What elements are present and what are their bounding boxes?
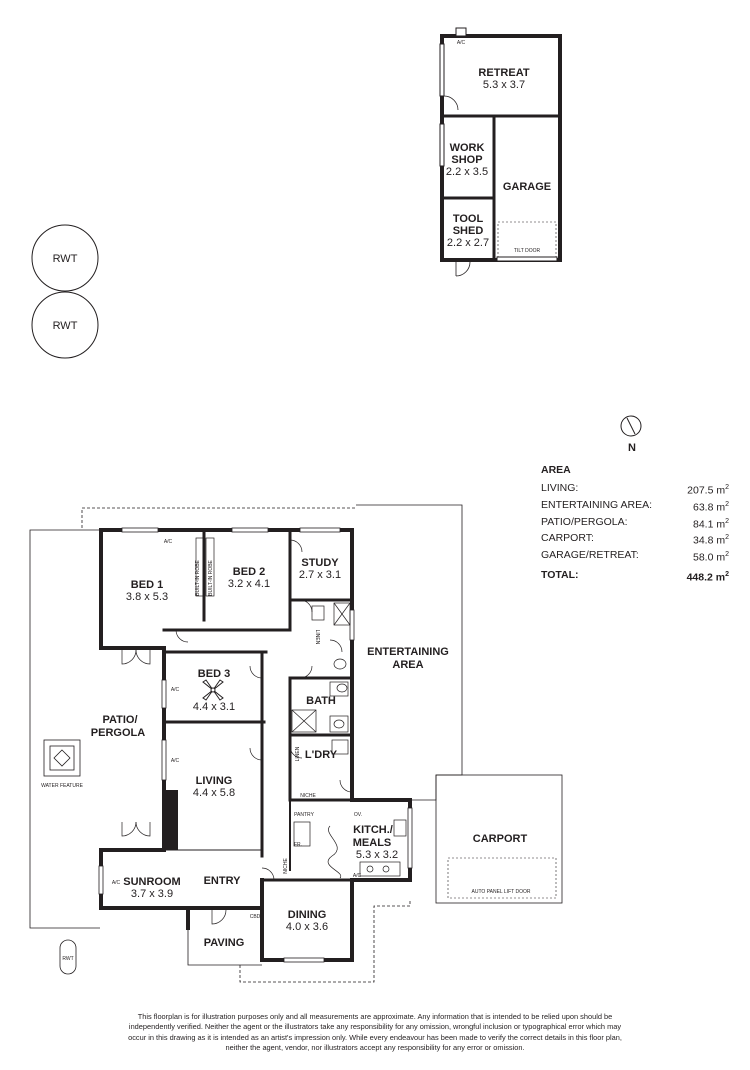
entertaining-name-1: ENTERTAINING (367, 646, 449, 658)
rainwater-tank-2 (31, 291, 99, 359)
water-feature-label: WATER FEATURE (41, 783, 84, 789)
patio-name-2: PERGOLA (91, 727, 145, 739)
sunroom-ac-label: A/C (112, 880, 121, 886)
living-ac-label: A/C (171, 758, 180, 764)
area-row-patio: PATIO/PERGOLA: 84.1 m2 (541, 515, 729, 532)
study-dims: 2.7 x 3.1 (299, 569, 341, 581)
linen-label-1: LINEN (314, 630, 320, 645)
carport-name: CARPORT (473, 833, 528, 845)
north-compass-icon (620, 415, 642, 437)
retreat-dims: 5.3 x 3.7 (483, 79, 525, 91)
bed2-dims: 3.2 x 4.1 (228, 578, 270, 590)
oven-label: OV. (354, 812, 362, 818)
sunroom-dims: 3.7 x 3.9 (131, 888, 173, 900)
toolshed-name-1: TOOL (453, 213, 484, 225)
fridge-label: FR. (294, 842, 302, 848)
bed3-name: BED 3 (198, 668, 230, 680)
dining-dims: 4.0 x 3.6 (286, 921, 328, 933)
niche-label: NICHE (300, 793, 316, 799)
area-row-value: 84.1 m (692, 518, 726, 531)
area-row-living: LIVING: 207.5 m2 (541, 481, 729, 498)
robe-label-1: BUILT-IN ROBE (195, 559, 201, 595)
bed2-name: BED 2 (233, 566, 265, 578)
ceiling-fan-icon (202, 679, 224, 701)
bed3-dims: 4.4 x 3.1 (193, 701, 235, 713)
pantry-label: PANTRY (294, 812, 314, 818)
area-unit-sup: 2 (725, 570, 729, 578)
robe-label-2: BUILT-IN ROBE (208, 559, 214, 595)
study-name: STUDY (301, 557, 339, 569)
area-unit-sup: 2 (725, 500, 729, 508)
retreat-ac-label: A/C (457, 40, 466, 46)
area-row-label: CARPORT: (541, 532, 594, 545)
rwt-label-1: RWT (53, 253, 78, 265)
laundry-name: L'DRY (305, 749, 338, 761)
area-row-label: PATIO/PERGOLA: (541, 515, 628, 528)
auto-door-label: AUTO PANEL LIFT DOOR (472, 889, 531, 895)
linen-label-2: LINEN (295, 746, 301, 761)
outbuilding (439, 27, 562, 277)
dining-name: DINING (288, 909, 327, 921)
area-row-carport: CARPORT: 34.8 m2 (541, 531, 729, 548)
niche-label-2: NICHE (283, 858, 289, 874)
area-total-value: 448.2 m (686, 571, 726, 584)
area-unit-sup: 2 (725, 551, 729, 559)
fixtures (195, 537, 407, 879)
windows (98, 527, 413, 963)
toolshed-dims: 2.2 x 2.7 (447, 237, 489, 249)
kitchen-name-1: KITCH./ (353, 824, 393, 836)
living-dims: 4.4 x 5.8 (193, 787, 235, 799)
area-row-garage: GARAGE/RETREAT: 58.0 m2 (541, 548, 729, 565)
sunroom-name: SUNROOM (123, 876, 180, 888)
area-title: AREA (541, 464, 571, 476)
bed1-dims: 3.8 x 5.3 (126, 591, 168, 603)
patio-name-1: PATIO/ (102, 714, 137, 726)
retreat-name: RETREAT (478, 67, 529, 79)
bed1-ac-label: A/C (164, 539, 173, 545)
area-row-entertaining: ENTERTAINING AREA: 63.8 m2 (541, 498, 729, 515)
tilt-door-label: TILT DOOR (514, 248, 541, 254)
workshop-dims: 2.2 x 3.5 (446, 166, 488, 178)
garage-name: GARAGE (503, 181, 551, 193)
door-swings (121, 539, 374, 925)
paving-name: PAVING (204, 937, 245, 949)
kitchen-name-2: MEALS (353, 837, 392, 849)
area-unit-sup: 2 (725, 534, 729, 542)
area-row-label: GARAGE/RETREAT: (541, 549, 639, 562)
rwt-label-2: RWT (53, 320, 78, 332)
water-feature-icon (43, 739, 81, 777)
compass-north-label: N (628, 442, 636, 454)
area-row-total: TOTAL: 448.2 m2 (541, 568, 729, 585)
area-unit-sup: 2 (725, 484, 729, 492)
workshop-name-2: SHOP (451, 154, 482, 166)
disclaimer-text: This floorplan is for illustration purpo… (128, 1012, 622, 1053)
area-row-value: 34.8 m (692, 534, 726, 547)
workshop-name-1: WORK (450, 142, 485, 154)
area-total-label: TOTAL: (541, 568, 579, 581)
living-name: LIVING (196, 775, 233, 787)
area-row-value: 63.8 m (692, 501, 726, 514)
entertaining-name-2: AREA (392, 659, 423, 671)
cbd-label: CBD (250, 914, 261, 920)
area-row-label: ENTERTAINING AREA: (541, 498, 653, 511)
kitchen-dims: 5.3 x 3.2 (356, 849, 398, 861)
entry-name: ENTRY (204, 875, 242, 887)
rwt-label-3: RWT (62, 956, 73, 962)
rainwater-tank-3 (59, 939, 77, 975)
bath-name: BATH (306, 695, 336, 707)
toolshed-name-2: SHED (453, 225, 484, 237)
bed3-ac-label: A/C (171, 687, 180, 693)
bed1-name: BED 1 (131, 579, 163, 591)
outdoor-outlines (29, 504, 563, 983)
area-row-value: 58.0 m (692, 551, 726, 564)
area-row-value: 207.5 m (687, 484, 726, 497)
area-unit-sup: 2 (725, 517, 729, 525)
rainwater-tank-1 (31, 224, 99, 292)
area-table: AREA LIVING: 207.5 m2 ENTERTAINING AREA:… (541, 463, 729, 584)
fireplace (166, 790, 178, 850)
kitchen-ac-label: A/C (353, 873, 362, 879)
area-row-label: LIVING: (541, 482, 579, 495)
